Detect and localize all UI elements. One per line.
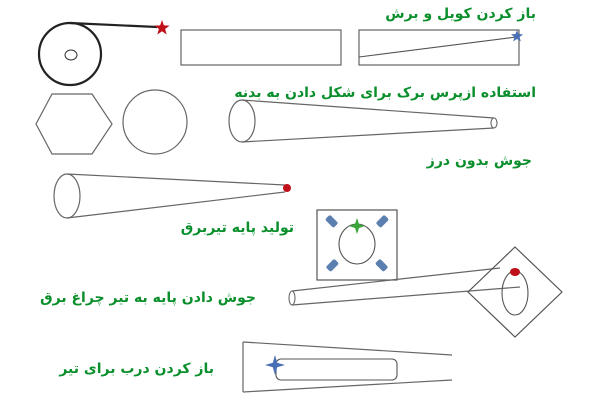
step-label-door-opening: باز کردن درب برای تیر: [59, 361, 214, 377]
blue-star-icon: [511, 30, 523, 42]
red-dot-icon: [510, 268, 520, 276]
step-label-press-brake: استفاده ازپرس برک برای شکل دادن به بدنه: [234, 85, 536, 101]
step-label-base-production: تولید پایه تیربرق: [180, 220, 294, 236]
red-star-icon: [154, 20, 170, 35]
tapered-pole-body: [228, 99, 498, 143]
step-label-coil-cutting: باز کردن کویل و برش: [385, 6, 536, 22]
pole-with-base: [288, 246, 563, 338]
round-profile: [122, 89, 188, 155]
cut-sheet-diagonal: [358, 29, 520, 66]
green-cross-icon: [349, 218, 365, 234]
step-label-base-welding: جوش دادن پایه به تیر چراغ برق: [40, 290, 256, 306]
coil: [37, 21, 158, 87]
step-label-seamless-weld: جوش بدون درز: [426, 153, 532, 169]
anchor-slots: [325, 215, 389, 272]
cut-sheet: [180, 29, 342, 66]
blue-sparkle-icon: [265, 355, 285, 375]
base-plate: [316, 209, 398, 281]
red-dot-icon: [283, 184, 291, 192]
welded-pole: [53, 173, 286, 219]
hexagon-profile: [35, 93, 113, 155]
